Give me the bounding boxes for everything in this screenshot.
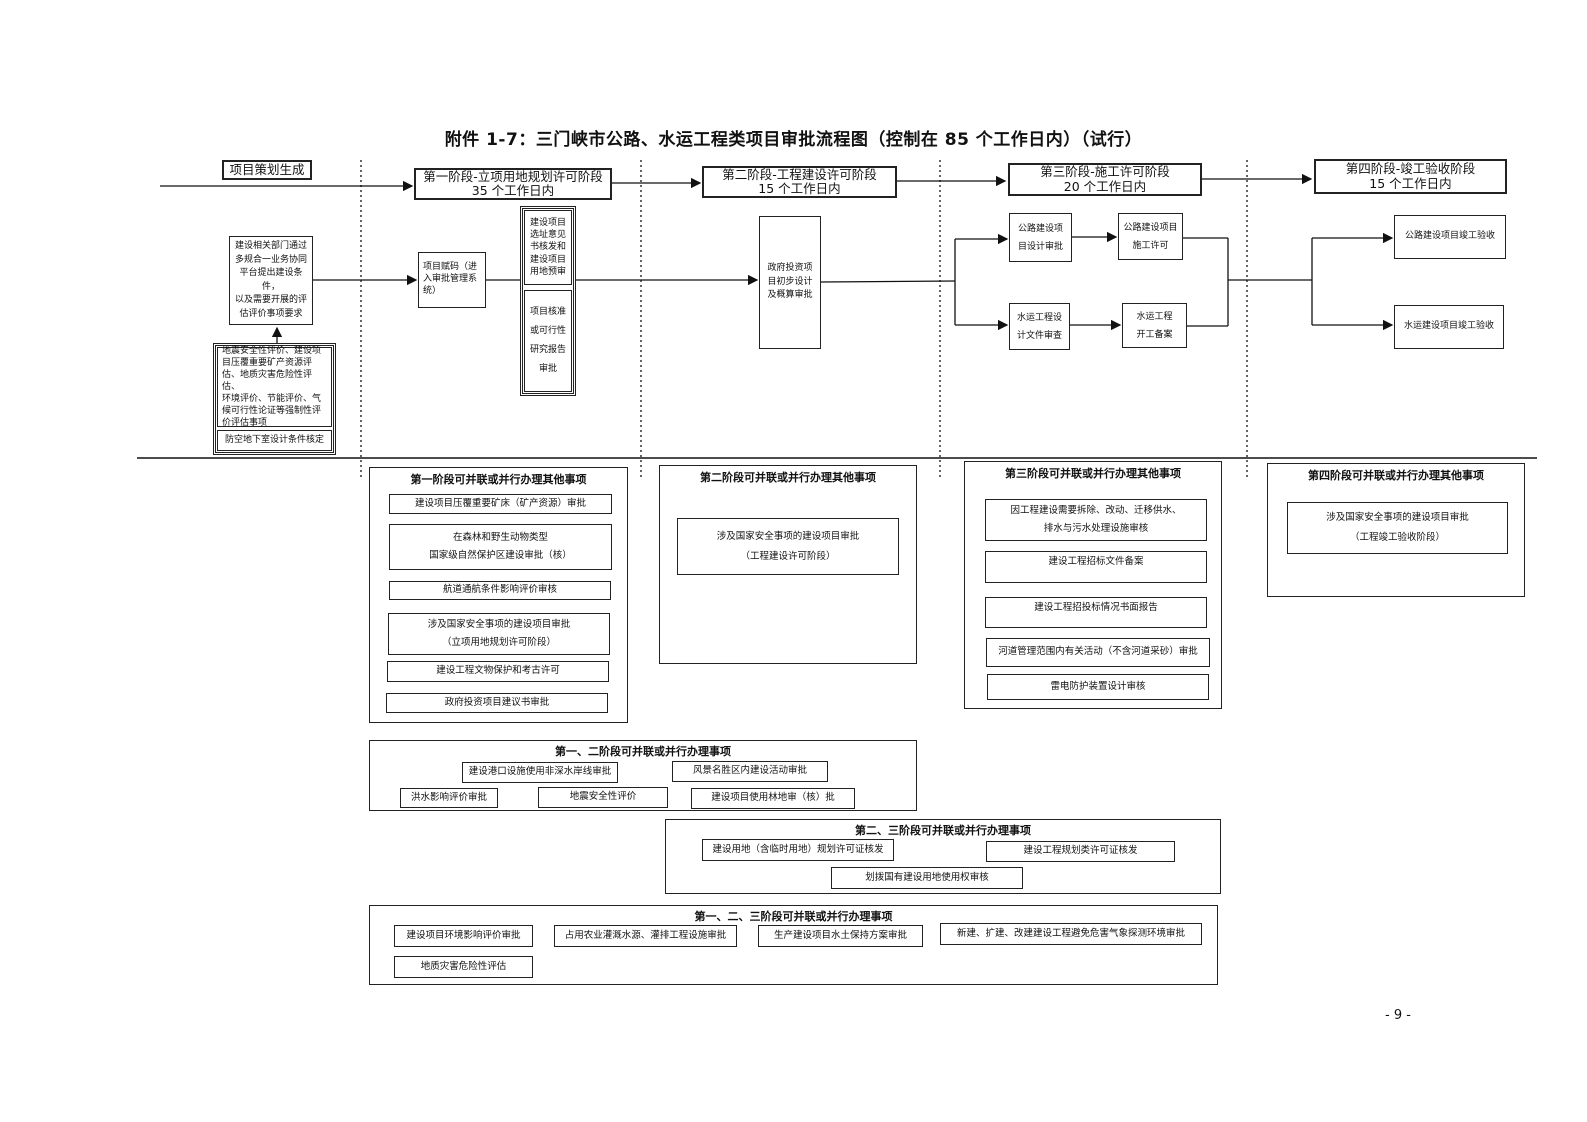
parallel-item: 建设工程招标文件备案 (985, 551, 1207, 583)
parallel-item: 风景名胜区内建设活动审批 (672, 761, 828, 782)
preliminary-design-box: 政府投资项 目初步设计 及概算审批 (759, 216, 821, 349)
stage-4-header: 第四阶段-竣工验收阶段 15 个工作日内 (1314, 159, 1507, 194)
stage-1-parallel-title: 第一阶段可并联或并行办理其他事项 (410, 473, 587, 486)
stage-23-parallel-title: 第二、三阶段可并联或并行办理事项 (855, 824, 1031, 837)
stage-3-parallel-title: 第三阶段可并联或并行办理其他事项 (1005, 467, 1181, 480)
stage-3-title: 第三阶段-施工许可阶段 (1040, 164, 1170, 180)
project-approval-box: 项目核准 或可行性 研究报告 审批 (524, 290, 572, 392)
stage-1-title: 第一阶段-立项用地规划许可阶段 (423, 168, 603, 184)
parallel-item: 航道通航条件影响评价审核 (389, 581, 611, 600)
highway-acceptance-box: 公路建设项目竣工验收 (1394, 215, 1506, 259)
parallel-item: 因工程建设需要拆除、改动、迁移供水、 排水与污水处理设施审核 (985, 499, 1207, 541)
stage-3-header: 第三阶段-施工许可阶段 20 个工作日内 (1008, 163, 1202, 196)
page-number: - 9 - (1385, 1008, 1411, 1023)
assessment-box: 地震安全性评价、建设项 目压覆重要矿产资源评 估、地质灾害危险性评估、 环境评价… (217, 346, 332, 428)
parallel-item: 建设工程规划类许可证核发 (986, 841, 1175, 862)
parallel-item: 建设项目压覆重要矿床（矿产资源）审批 (389, 494, 612, 514)
parallel-item: 涉及国家安全事项的建设项目审批 （立项用地规划许可阶段） (388, 613, 610, 655)
parallel-item: 建设项目使用林地审（核）批 (691, 788, 855, 809)
stage-1-days: 35 个工作日内 (471, 183, 555, 198)
stage-123-parallel-title: 第一、二、三阶段可并联或并行办理事项 (694, 910, 893, 923)
water-acceptance-box: 水运建设项目竣工验收 (1394, 305, 1504, 349)
stage-2-parallel-title: 第二阶段可并联或并行办理其他事项 (700, 471, 876, 484)
project-planning-label: 项目策划生成 (222, 160, 312, 180)
stage-2-header: 第二阶段-工程建设许可阶段 15 个工作日内 (702, 166, 897, 198)
parallel-item: 划拨国有建设用地使用权审核 (831, 867, 1023, 889)
stage-4-days: 15 个工作日内 (1369, 175, 1452, 191)
parallel-item: 新建、扩建、改建建设工程避免危害气象探测环境审批 (940, 923, 1202, 945)
parallel-item: 涉及国家安全事项的建设项目审批 （工程建设许可阶段） (677, 518, 899, 575)
parallel-item: 地质灾害危险性评估 (394, 956, 533, 978)
parallel-item: 建设工程招投标情况书面报告 (985, 597, 1207, 628)
parallel-item: 洪水影响评价审批 (400, 788, 498, 808)
highway-permit-box: 公路建设项目 施工许可 (1118, 213, 1183, 260)
parallel-item: 在森林和野生动物类型 国家级自然保护区建设审批（核） (389, 524, 612, 570)
stage-4-parallel-title: 第四阶段可并联或并行办理其他事项 (1308, 469, 1484, 482)
parallel-item: 雷电防护装置设计审核 (987, 674, 1209, 700)
air-defense-box: 防空地下室设计条件核定 (217, 430, 332, 451)
parallel-item: 涉及国家安全事项的建设项目审批 （工程竣工验收阶段） (1287, 502, 1508, 554)
stage-3-days: 20 个工作日内 (1063, 178, 1147, 194)
water-record-box: 水运工程 开工备案 (1122, 303, 1187, 348)
preparation-box: 建设相关部门通过 多规合一业务协同 平台提出建设条件， 以及需要开展的评 估评价… (229, 236, 313, 325)
parallel-item: 建设项目环境影响评价审批 (394, 925, 533, 947)
stage-1-header: 第一阶段-立项用地规划许可阶段 35 个工作日内 (414, 168, 612, 200)
site-selection-box: 建设项目 选址意见 书核发和 建设项目 用地预审 (524, 210, 572, 285)
project-code-box: 项目赋码（进 入审批管理系 统） (418, 252, 486, 308)
parallel-item: 地震安全性评价 (538, 787, 668, 808)
parallel-item: 建设港口设施使用非深水岸线审批 (462, 762, 618, 783)
parallel-item: 河道管理范围内有关活动（不含河道采砂）审批 (986, 638, 1210, 667)
parallel-item: 政府投资项目建议书审批 (386, 693, 608, 713)
parallel-item: 生产建设项目水土保持方案审批 (758, 925, 923, 947)
stage-4-title: 第四阶段-竣工验收阶段 (1345, 161, 1476, 177)
page-title: 附件 1-7：三门峡市公路、水运工程类项目审批流程图（控制在 85 个工作日内）… (444, 130, 1143, 150)
parallel-item: 建设用地（含临时用地）规划许可证核发 (702, 839, 894, 861)
stage-2-title: 第二阶段-工程建设许可阶段 (722, 166, 877, 182)
stage-12-parallel-title: 第一、二阶段可并联或并行办理事项 (555, 745, 731, 758)
parallel-item: 占用农业灌溉水源、灌排工程设施审批 (554, 925, 737, 947)
water-design-box: 水运工程设 计文件审查 (1009, 303, 1070, 350)
parallel-item: 建设工程文物保护和考古许可 (387, 661, 609, 682)
highway-design-box: 公路建设项 目设计审批 (1009, 213, 1072, 262)
stage-2-days: 15 个工作日内 (758, 181, 841, 196)
assessment-group (213, 343, 336, 455)
stage-1-core-group (520, 206, 576, 396)
